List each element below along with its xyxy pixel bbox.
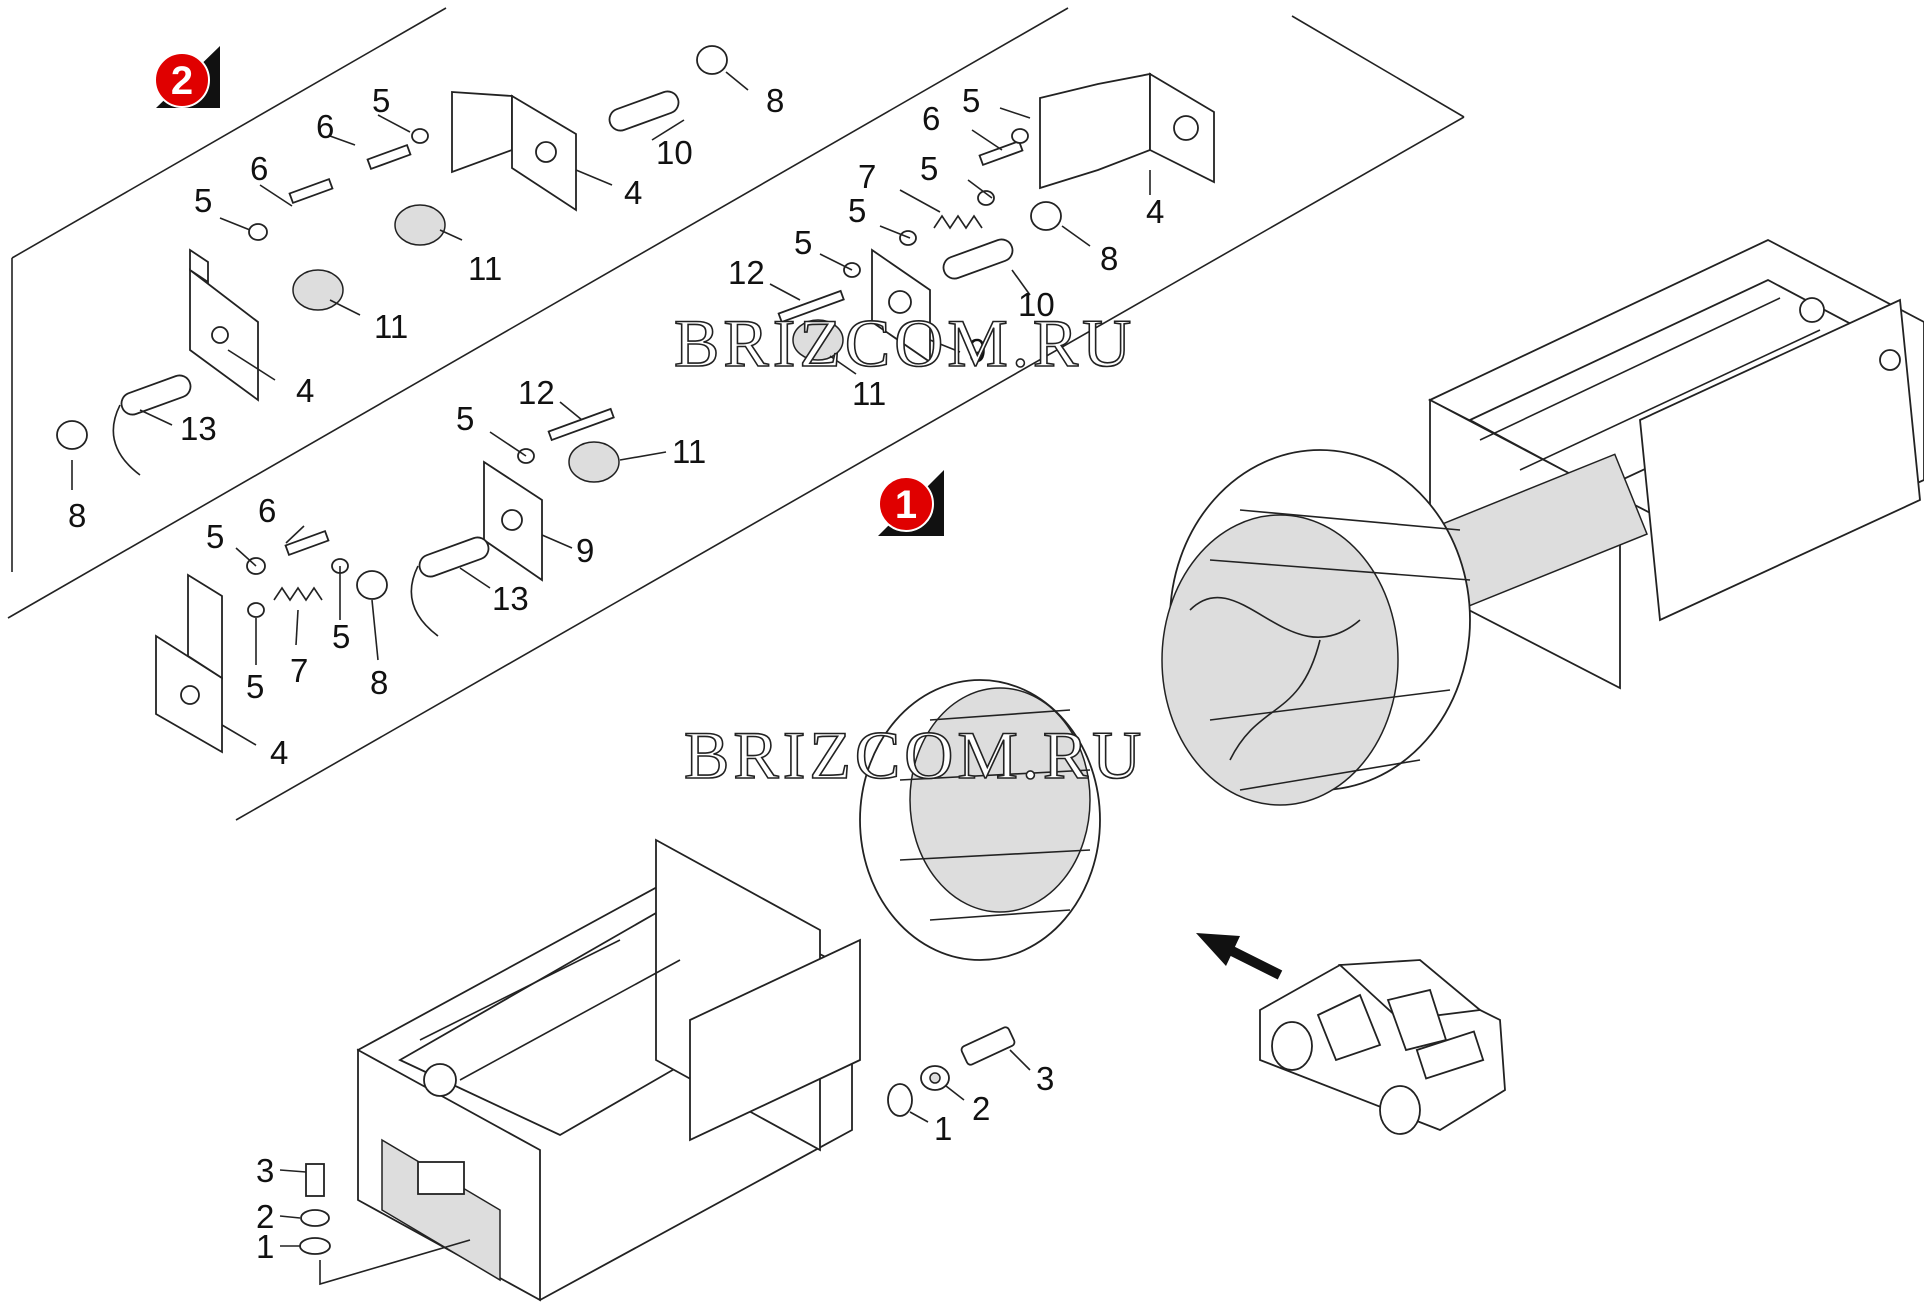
part-number: 4 [296, 372, 314, 409]
part-number: 5 [920, 150, 938, 187]
part-number: 8 [766, 82, 784, 119]
watermark-text: BRIZCOM.RU [684, 717, 1145, 793]
fan-wheel-back [1161, 449, 1471, 806]
bracket-part [451, 91, 577, 212]
fixing-hardware [299, 1026, 1016, 1255]
part-number: 1 [256, 1228, 274, 1265]
part-number: 2 [972, 1090, 990, 1127]
marker-1-icon: 1 [878, 470, 944, 536]
part-number: 4 [270, 734, 288, 771]
part-number: 6 [316, 108, 334, 145]
part-number: 3 [1036, 1060, 1054, 1097]
part-number: 13 [492, 580, 529, 617]
part-number: 6 [922, 100, 940, 137]
part-number: 7 [858, 158, 876, 195]
car-icon [1259, 959, 1506, 1135]
bracket-part [155, 573, 223, 754]
part-number: 11 [852, 375, 886, 412]
part-number: 8 [68, 497, 86, 534]
part-number: 11 [374, 308, 408, 345]
part-number: 4 [1146, 193, 1164, 230]
part-number: 2 [256, 1198, 274, 1235]
part-number: 5 [206, 518, 224, 555]
part-number: 5 [794, 224, 812, 261]
part-number: 12 [728, 254, 765, 291]
part-number: 5 [246, 668, 264, 705]
part-number: 13 [180, 410, 217, 447]
part-number: 5 [194, 182, 212, 219]
kit-frame [7, 7, 1465, 821]
main-leader-lines [279, 1049, 1031, 1286]
part-number: 5 [962, 82, 980, 119]
part-number: 5 [372, 82, 390, 119]
part-number: 9 [968, 332, 986, 369]
fan-wheel-front [859, 679, 1101, 961]
marker-2-label: 2 [171, 59, 193, 103]
part-number: 1 [934, 1110, 952, 1147]
marker-2-icon: 2 [154, 46, 220, 108]
part-number: 12 [518, 374, 555, 411]
watermark-text: BRIZCOM.RU [674, 305, 1135, 381]
part-number: 4 [624, 174, 642, 211]
kit-parts [56, 45, 1215, 754]
kit-leader-lines [71, 71, 1151, 746]
part-number: 6 [258, 492, 276, 529]
part-number: 9 [576, 532, 594, 569]
part-number: 10 [656, 134, 693, 171]
burner-assembly-front [356, 838, 861, 1302]
part-number: 6 [250, 150, 268, 187]
direction-arrow [1196, 933, 1283, 980]
part-number: 3 [256, 1152, 274, 1189]
part-number: 5 [848, 192, 866, 229]
part-number: 8 [1100, 240, 1118, 277]
part-number: 10 [1018, 286, 1055, 323]
kit-part-numbers: 5 6 6 5 11 4 13 8 11 4 10 8 6 5 4 8 10 7… [68, 82, 1164, 771]
part-number: 11 [672, 433, 706, 470]
bracket-part [1039, 72, 1215, 190]
part-number: 5 [332, 618, 350, 655]
main-part-numbers: 1 2 3 3 2 1 [256, 1060, 1054, 1265]
part-number: 8 [370, 664, 388, 701]
part-number: 7 [290, 652, 308, 689]
marker-1-label: 1 [895, 483, 917, 527]
part-number: 11 [468, 250, 502, 287]
part-number: 5 [456, 400, 474, 437]
bracket-part [189, 248, 259, 402]
